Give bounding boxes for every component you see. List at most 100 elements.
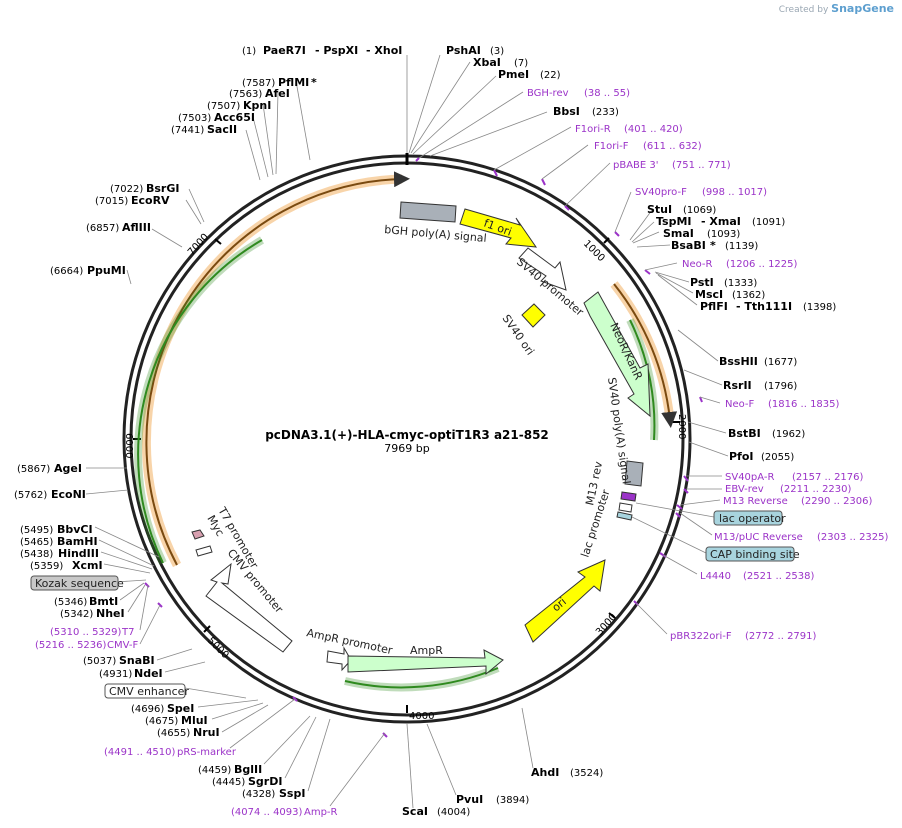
primer-f1ori-r: F1ori-R [575,124,611,135]
enzyme-tspmi: TspMI [656,215,692,228]
primer-range-l4440: (2521 .. 2538) [743,571,815,582]
primer-range-prs-marker: (4491 .. 4510) [104,747,176,758]
enzyme-pvui: PvuI [456,793,483,806]
feature-sv40-promoter [518,247,567,291]
enzyme-pos-econi: (5762) [14,490,47,501]
box-kozak-sequence: Kozak sequence [35,577,124,590]
enzyme-afei: AfeI [265,87,290,100]
enzyme-bsabi: BsaBI [671,239,706,252]
enzyme-snabi: SnaBI [119,654,155,667]
enzyme-ecorv: EcoRV [131,194,170,207]
primer-marks [144,157,703,738]
enzyme-bstbi: BstBI [728,427,761,440]
primer-range-f1ori-r: (401 .. 420) [624,124,683,135]
primer-cmv-f: CMV-F [107,640,138,651]
enzyme-scai: ScaI [402,805,428,818]
enzyme-econi: EcoNI [51,488,86,501]
enzyme-sacii: SacII [207,123,237,136]
feature-sv40-polya [624,460,644,487]
primer-range-amp-r: (4074 .. 4093) [231,807,303,818]
enzyme-pos-bmti: (5346) [54,597,87,608]
enzyme-nhei: NheI [96,607,125,620]
primer-l4440: L4440 [700,571,731,582]
enzyme-pflmi-star: * [311,76,317,89]
primer-pbr322ori-f: pBR322ori-F [670,631,732,642]
enzyme-agei: AgeI [54,462,82,475]
enzyme-pos-spei: (4696) [131,704,164,715]
enzyme-pos-tth111i: (1398) [803,302,836,313]
leader-lines [85,54,729,809]
enzyme-bsshii: BssHII [719,355,758,368]
enzyme-pos-acc65i: (7503) [178,113,211,124]
enzyme-pflfi: PflFI [700,300,728,313]
feature-sv40-ori [521,303,546,328]
primer-sv40pa-r: SV40pA-R [725,472,774,483]
primer-bgh-rev: BGH-rev [527,88,569,99]
feature-f1-ori [459,208,538,248]
enzyme-pos-ndei: (4931) [99,669,132,680]
enzyme-pos-afliii: (6857) [86,223,119,234]
enzyme-bglii: BglII [234,763,262,776]
enzyme-pshai: PshAI [446,44,481,57]
enzyme-pflmi: PflMI [278,76,309,89]
enzyme-pos-xbai: (7) [514,58,528,69]
enzyme-pos-paer7i: (1) [242,46,256,57]
enzyme-msci: MscI [695,288,723,301]
enzyme-hindiii: HindIII [58,547,99,560]
feature-ampr [347,649,504,676]
primer-t7: T7 [121,627,134,638]
enzyme-afliii: AflIII [122,221,151,234]
primer-m13-reverse: M13 Reverse [723,496,788,507]
primer-m13-puc-reverse: M13/pUC Reverse [714,532,803,543]
feature-ori [524,559,606,643]
snapgene-logo-text: SnapGene [831,2,894,15]
orf-arcs [134,171,678,692]
enzyme-pos-bbsi: (233) [592,107,619,118]
enzyme-pos-stui: (1069) [683,205,716,216]
feature-t7-promoter-mark [195,545,213,557]
enzyme-ahdi: AhdI [531,766,559,779]
enzyme-pos-bsshii: (1677) [764,357,797,368]
enzyme-pos-nrui: (4655) [157,728,190,739]
feature-label-ampr-promoter: AmpR promoter [305,626,394,657]
enzyme-pfoi: PfoI [729,450,754,463]
primer-range-bgh-rev: (38 .. 55) [584,88,630,99]
feature-lac-operator-mark [618,502,633,513]
plasmid-name: pcDNA3.1(+)-HLA-cmyc-optiT1R3 a21-852 [265,428,549,442]
feature-bgh-polya [399,201,457,223]
enzyme-mlui: MluI [181,714,208,727]
primer-ebv-rev: EBV-rev [725,484,764,495]
enzyme-bsrgi: BsrGI [146,182,179,195]
enzyme-nrui: NruI [193,726,220,739]
enzyme-xhoi: - XhoI [366,44,402,57]
enzyme-rsrii: RsrII [723,379,752,392]
enzyme-labels: (1) PaeR7I - PspXI - XhoI PshAI (3) XbaI… [14,44,836,818]
tick-label-7000: 7000 [186,232,211,258]
primer-labels: BGH-rev (38 .. 55) F1ori-R (401 .. 420) … [35,88,889,818]
feature-label-sv40-polya: SV40 poly(A) signal [605,377,633,485]
enzyme-pos-ahdi: (3524) [570,768,603,779]
enzyme-pos-bglii: (4459) [198,765,231,776]
enzyme-pos-psti: (1333) [724,278,757,289]
enzyme-pos-snabi: (5037) [83,656,116,667]
enzyme-pos-bstbi: (1962) [772,429,805,440]
primer-range-pbabe3: (751 .. 771) [672,160,731,171]
enzyme-pos-ecorv: (7015) [95,196,128,207]
enzyme-pos-bbvci: (5495) [20,525,53,536]
boxed-labels: lac operator CAP binding site Kozak sequ… [30,510,800,699]
feature-ampr-promoter [326,646,352,672]
enzyme-pos-bsrgi: (7022) [110,184,143,195]
primer-f1ori-f: F1ori-F [594,141,629,152]
primer-range-f1ori-f: (611 .. 632) [643,141,702,152]
primer-range-t7: (5310 .. 5329) [50,627,122,638]
enzyme-smai: SmaI [663,227,694,240]
feature-cmv-promoter [205,562,293,653]
enzyme-pos-bsabi: (1139) [725,241,758,252]
enzyme-pos-mlui: (4675) [145,716,178,727]
created-by-label: Created by [778,5,829,15]
enzyme-tth111i: - Tth111I [736,300,792,313]
enzyme-kpni: KpnI [243,99,271,112]
enzyme-pos-ppumi: (6664) [50,266,83,277]
enzyme-ppumi: PpuMI [87,264,126,277]
